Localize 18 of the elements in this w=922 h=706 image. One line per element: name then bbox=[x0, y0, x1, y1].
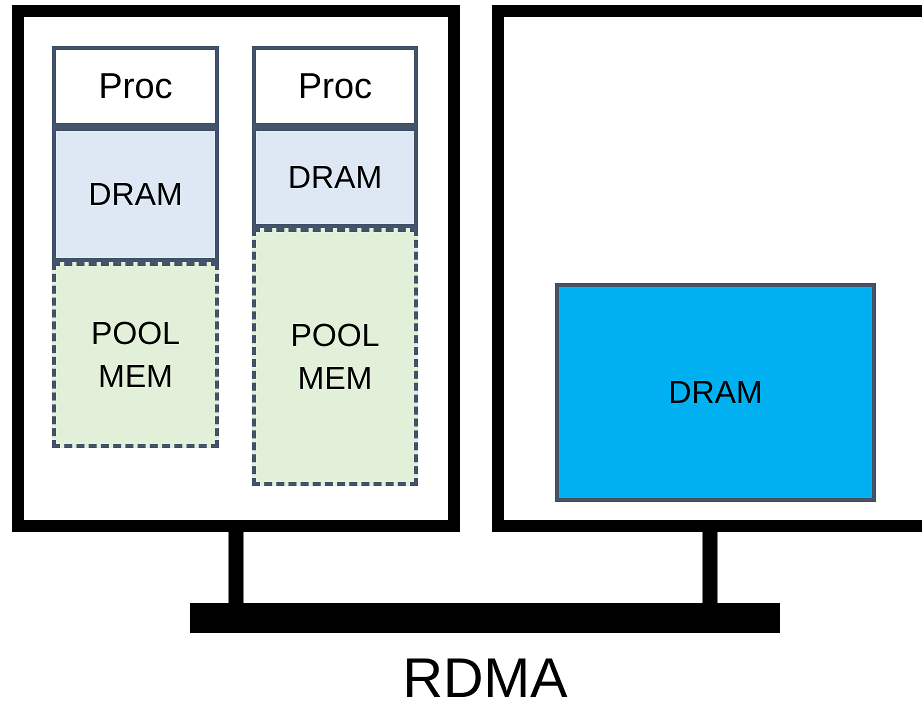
connector-line bbox=[702, 532, 718, 603]
component-label: POOL MEM bbox=[290, 316, 380, 398]
pooled-memory-box bbox=[52, 262, 219, 448]
network-bus-bar bbox=[190, 603, 780, 633]
server-frame bbox=[12, 5, 460, 532]
component-label: DRAM bbox=[88, 174, 183, 214]
processor-box bbox=[252, 46, 418, 127]
connector-line bbox=[228, 532, 244, 603]
component-label: DRAM bbox=[288, 158, 382, 197]
pooled-memory-box bbox=[252, 228, 418, 486]
memory-box bbox=[555, 283, 876, 502]
processor-box bbox=[52, 46, 219, 127]
server-frame bbox=[492, 5, 922, 532]
component-label: Proc bbox=[298, 64, 372, 108]
component-label: DRAM bbox=[668, 372, 763, 412]
component-label: Proc bbox=[98, 64, 173, 108]
network-label: RDMA bbox=[402, 647, 568, 706]
component-label: POOL MEM bbox=[90, 314, 181, 396]
